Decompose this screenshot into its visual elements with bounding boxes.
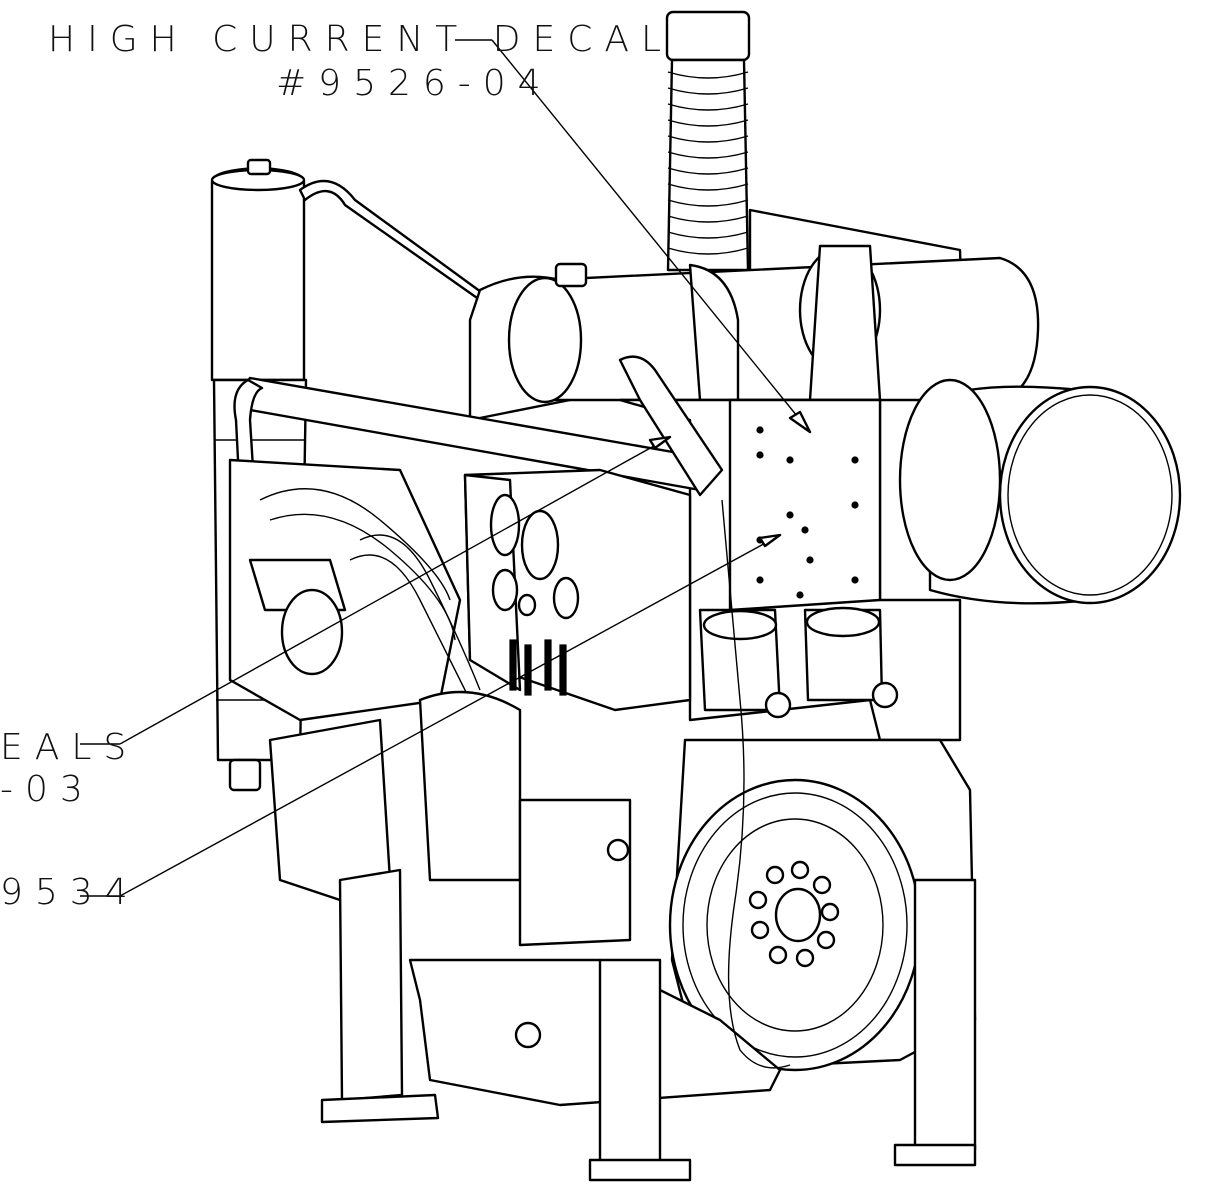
mounting-legs: [320, 868, 977, 1182]
air-cleaner: [898, 378, 1182, 605]
instrument-panel: [463, 468, 692, 712]
dipstick-tube: [298, 179, 494, 302]
flywheel-housing: [668, 738, 977, 1072]
alternator: [418, 690, 632, 947]
starter-solenoids: [698, 606, 899, 719]
left-part-number-label: 9534: [0, 872, 140, 913]
left-decals-part-number: -03: [0, 769, 95, 810]
timing-cover: [268, 718, 392, 902]
callout-leaders: [80, 39, 812, 897]
high-current-decal-label: HIGH CURRENT DECAL: [48, 19, 674, 60]
air-intake-stack: [665, 10, 751, 272]
muffler: [507, 244, 1040, 404]
left-decals-label: EALS: [0, 727, 139, 768]
fuel-injection-pump: [228, 458, 481, 722]
high-current-decal-part-number: #9526-04: [276, 63, 553, 104]
wiring-loop: [721, 499, 791, 1069]
drain-plug: [514, 1021, 542, 1049]
